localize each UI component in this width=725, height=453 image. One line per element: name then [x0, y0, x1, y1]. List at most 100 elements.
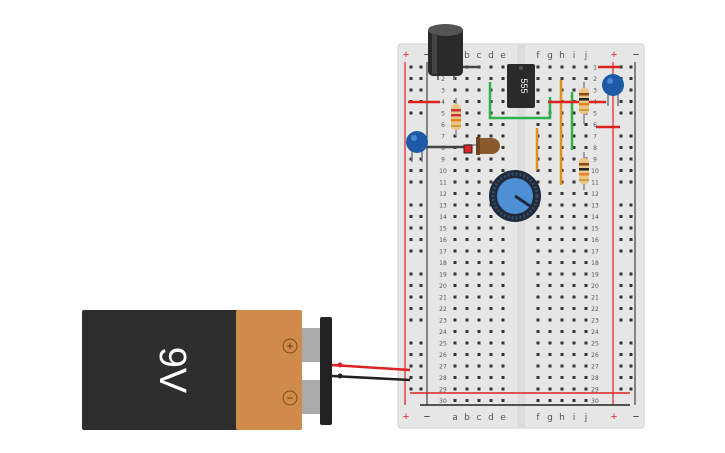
breadboard-hole[interactable] — [548, 77, 552, 80]
breadboard-hole[interactable] — [465, 295, 469, 299]
rail-hole[interactable] — [629, 318, 633, 322]
breadboard-hole[interactable] — [536, 111, 540, 115]
rail-hole[interactable] — [619, 169, 623, 172]
rail-hole[interactable] — [619, 249, 623, 253]
breadboard-hole[interactable] — [584, 249, 588, 253]
rail-hole[interactable] — [409, 387, 413, 391]
breadboard-hole[interactable] — [584, 192, 588, 195]
breadboard-hole[interactable] — [584, 330, 588, 333]
breadboard-hole[interactable] — [572, 192, 576, 195]
breadboard-hole[interactable] — [572, 88, 576, 92]
breadboard-hole[interactable] — [536, 295, 540, 299]
battery-9v[interactable]: 9V + − — [82, 310, 332, 430]
breadboard-hole[interactable] — [548, 376, 552, 379]
rail-hole[interactable] — [409, 295, 413, 299]
breadboard-hole[interactable] — [477, 353, 481, 356]
breadboard-hole[interactable] — [465, 307, 469, 310]
rail-hole[interactable] — [409, 203, 413, 207]
breadboard-hole[interactable] — [536, 261, 540, 264]
rail-hole[interactable] — [629, 157, 633, 161]
breadboard-hole[interactable] — [560, 307, 564, 310]
rail-hole[interactable] — [409, 307, 413, 310]
breadboard-hole[interactable] — [560, 318, 564, 322]
breadboard-hole[interactable] — [477, 88, 481, 92]
breadboard-hole[interactable] — [536, 272, 540, 276]
breadboard-hole[interactable] — [477, 215, 481, 218]
rail-hole[interactable] — [419, 226, 423, 230]
breadboard-hole[interactable] — [560, 272, 564, 276]
breadboard-hole[interactable] — [453, 318, 457, 322]
breadboard-hole[interactable] — [501, 88, 505, 92]
breadboard-hole[interactable] — [501, 295, 505, 299]
rail-hole[interactable] — [409, 249, 413, 253]
rail-hole[interactable] — [629, 226, 633, 230]
breadboard-hole[interactable] — [477, 169, 481, 172]
breadboard-hole[interactable] — [489, 364, 493, 368]
rail-hole[interactable] — [619, 65, 623, 69]
breadboard-hole[interactable] — [536, 238, 540, 241]
resistor-left[interactable] — [451, 98, 461, 136]
breadboard-holes[interactable] — [409, 65, 633, 403]
rail-hole[interactable] — [629, 272, 633, 276]
breadboard-hole[interactable] — [584, 307, 588, 310]
breadboard-hole[interactable] — [477, 180, 481, 184]
breadboard-hole[interactable] — [560, 376, 564, 379]
breadboard-hole[interactable] — [465, 249, 469, 253]
breadboard-hole[interactable] — [572, 169, 576, 172]
breadboard-hole[interactable] — [584, 272, 588, 276]
rail-hole[interactable] — [409, 88, 413, 92]
breadboard-hole[interactable] — [453, 376, 457, 379]
breadboard-hole[interactable] — [572, 111, 576, 115]
breadboard-hole[interactable] — [572, 376, 576, 379]
rail-hole[interactable] — [409, 111, 413, 115]
breadboard-hole[interactable] — [489, 272, 493, 276]
breadboard-hole[interactable] — [501, 134, 505, 138]
breadboard-hole[interactable] — [548, 88, 552, 92]
breadboard-hole[interactable] — [477, 307, 481, 310]
breadboard-hole[interactable] — [477, 295, 481, 299]
battery-red-lead[interactable] — [331, 363, 411, 372]
rail-hole[interactable] — [419, 88, 423, 92]
breadboard-hole[interactable] — [572, 307, 576, 310]
breadboard-hole[interactable] — [453, 249, 457, 253]
breadboard-hole[interactable] — [453, 341, 457, 345]
potentiometer[interactable] — [489, 170, 541, 222]
breadboard-hole[interactable] — [584, 295, 588, 299]
rail-hole[interactable] — [419, 353, 423, 356]
breadboard-hole[interactable] — [453, 134, 457, 138]
breadboard-hole[interactable] — [572, 399, 576, 402]
breadboard-hole[interactable] — [536, 180, 540, 184]
breadboard-hole[interactable] — [477, 330, 481, 333]
breadboard-hole[interactable] — [572, 364, 576, 368]
rail-hole[interactable] — [629, 100, 633, 103]
rail-hole[interactable] — [419, 180, 423, 184]
rail-hole[interactable] — [619, 111, 623, 115]
breadboard-hole[interactable] — [453, 284, 457, 287]
breadboard-hole[interactable] — [489, 307, 493, 310]
breadboard-hole[interactable] — [536, 307, 540, 310]
rail-hole[interactable] — [419, 65, 423, 69]
breadboard-hole[interactable] — [501, 353, 505, 356]
breadboard-hole[interactable] — [560, 387, 564, 391]
breadboard-hole[interactable] — [453, 364, 457, 368]
breadboard-hole[interactable] — [584, 261, 588, 264]
breadboard-hole[interactable] — [560, 295, 564, 299]
rail-hole[interactable] — [619, 376, 623, 379]
rail-hole[interactable] — [409, 318, 413, 322]
rail-hole[interactable] — [629, 284, 633, 287]
breadboard-hole[interactable] — [548, 226, 552, 230]
breadboard-hole[interactable] — [536, 353, 540, 356]
resistor-right-bottom[interactable] — [579, 152, 589, 190]
rail-hole[interactable] — [629, 146, 633, 149]
breadboard-hole[interactable] — [465, 100, 469, 103]
breadboard-hole[interactable] — [453, 192, 457, 195]
breadboard-hole[interactable] — [453, 399, 457, 402]
breadboard-hole[interactable] — [548, 157, 552, 161]
breadboard-hole[interactable] — [548, 261, 552, 264]
breadboard-hole[interactable] — [501, 376, 505, 379]
breadboard-hole[interactable] — [465, 238, 469, 241]
breadboard-hole[interactable] — [560, 215, 564, 218]
rail-hole[interactable] — [619, 157, 623, 161]
breadboard-hole[interactable] — [489, 65, 493, 69]
rail-hole[interactable] — [629, 353, 633, 356]
